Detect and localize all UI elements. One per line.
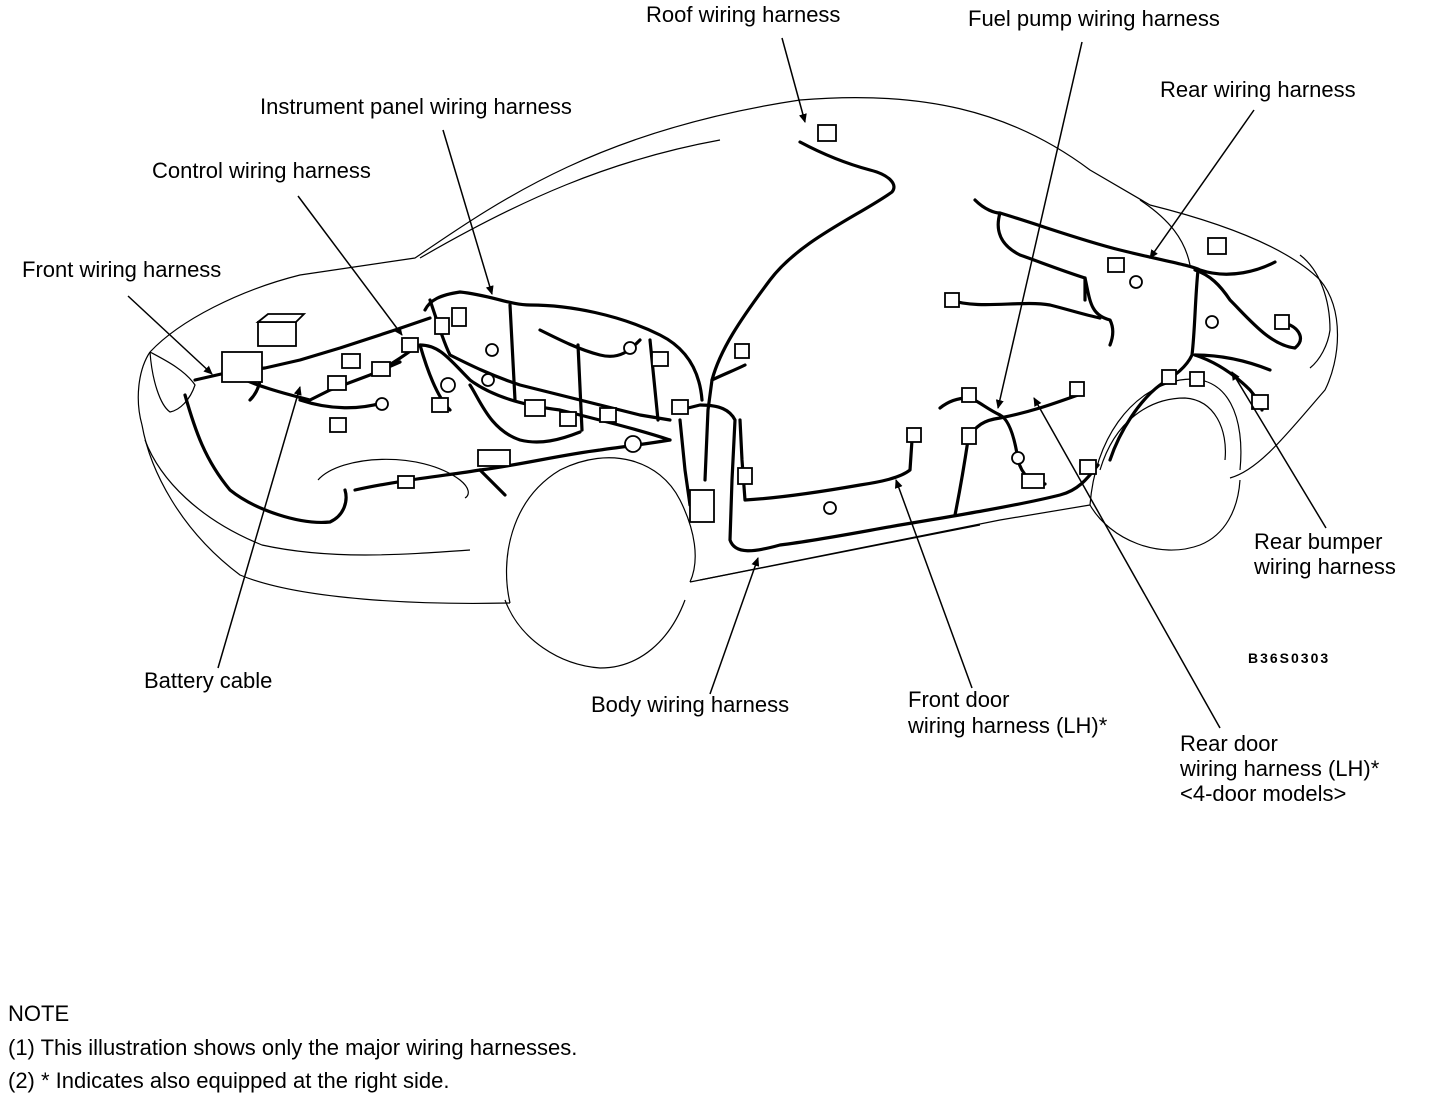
label-rear-bumper-line2: wiring harness (1254, 554, 1396, 579)
label-front-wiring-harness: Front wiring harness (22, 257, 222, 282)
connectors (221, 124, 1290, 523)
label-leaders (127, 37, 1327, 729)
label-rear-bumper-line1: Rear bumper (1254, 529, 1383, 554)
car-body-outline (137, 96, 1339, 669)
label-control-wiring-harness: Control wiring harness (152, 158, 371, 183)
label-rear-wiring-harness: Rear wiring harness (1160, 77, 1356, 102)
label-rear-door-line3: <4-door models> (1180, 781, 1347, 806)
label-roof-wiring-harness: Roof wiring harness (646, 2, 841, 27)
figure-code: B36S0303 (1248, 650, 1331, 666)
label-fuel-pump-wiring-harness: Fuel pump wiring harness (968, 6, 1220, 31)
label-front-door-line2: wiring harness (LH)* (908, 713, 1108, 738)
label-battery-cable: Battery cable (144, 668, 273, 693)
label-rear-door-line2: wiring harness (LH)* (1180, 756, 1380, 781)
label-body-wiring-harness: Body wiring harness (591, 692, 790, 717)
label-instrument-panel-wiring-harness: Instrument panel wiring harness (260, 94, 572, 119)
note-title: NOTE (8, 1001, 70, 1026)
label-front-door-line1: Front door (908, 687, 1010, 712)
note-line-1: (1) This illustration shows only the maj… (8, 1035, 578, 1060)
note-line-2: (2) * Indicates also equipped at the rig… (8, 1068, 450, 1093)
label-rear-door-line1: Rear door (1180, 731, 1278, 756)
